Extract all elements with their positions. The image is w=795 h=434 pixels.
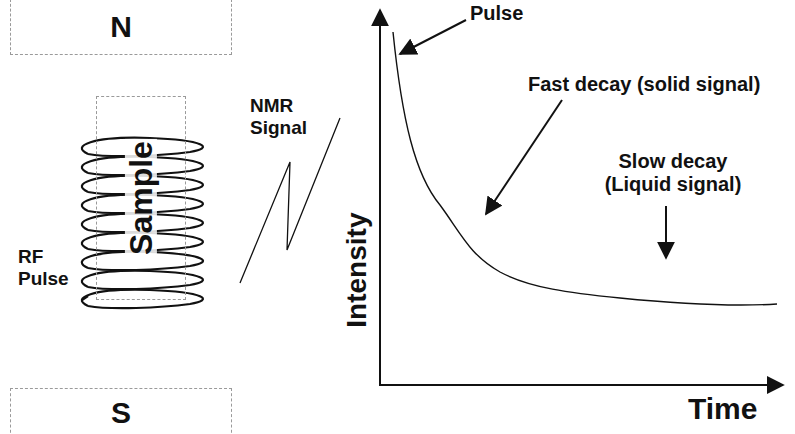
magnet-pole: N <box>10 0 232 55</box>
callout-label: Fast decay (solid signal) <box>528 73 760 96</box>
coil-label: RF Pulse <box>18 246 88 290</box>
axis-title: Intensity <box>342 212 374 327</box>
pointer-arrow <box>665 206 667 258</box>
coil-lead <box>82 296 88 300</box>
signal-label: NMR Signal <box>250 95 330 139</box>
coil-loop <box>82 290 203 308</box>
pole-label: N <box>110 12 132 42</box>
pole-label: S <box>111 398 131 428</box>
pointer-arrow <box>486 100 562 214</box>
magnet-pole: S <box>10 388 232 434</box>
coil-loop <box>82 271 203 289</box>
y-axis <box>379 10 381 386</box>
signal-zigzag <box>240 118 340 283</box>
x-axis <box>379 384 783 386</box>
callout-label: Slow decay (Liquid signal) <box>598 150 748 196</box>
rf-coil <box>82 138 203 308</box>
callout-label: Pulse <box>470 2 523 25</box>
sample-tube: Sample <box>96 96 186 300</box>
decay-curve <box>393 32 777 305</box>
sample-label: Sample <box>125 139 157 257</box>
axis-title: Time <box>688 392 757 427</box>
pointer-arrow <box>400 20 466 54</box>
